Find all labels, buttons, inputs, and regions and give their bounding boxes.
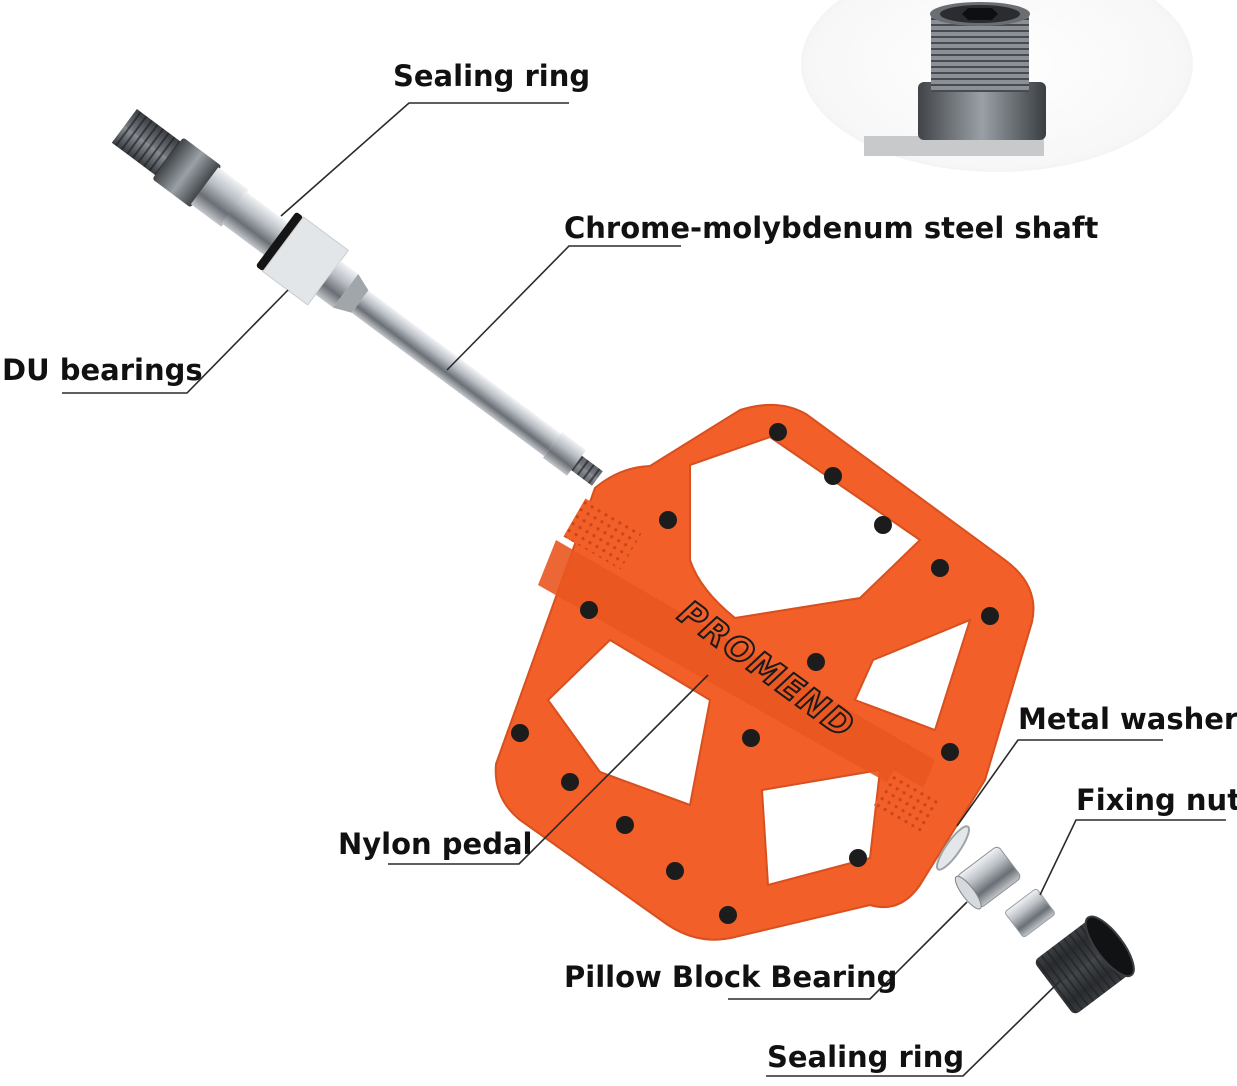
shaft-rod xyxy=(351,290,561,457)
leader-sealing-ring-top xyxy=(280,102,569,217)
leader-fixing-nut xyxy=(1039,819,1226,896)
grip-texture-left xyxy=(563,498,643,570)
label-sealing-ring-top: Sealing ring xyxy=(393,59,591,93)
leader-shaft xyxy=(446,245,681,371)
spindle-housing xyxy=(538,540,935,800)
label-pillow-block-bearing: Pillow Block Bearing xyxy=(564,960,898,994)
leader-du-bearings xyxy=(62,289,289,394)
grip-texture-right xyxy=(873,770,943,834)
label-fixing-nut: Fixing nut xyxy=(1076,783,1237,817)
pedal-body xyxy=(494,403,1035,941)
leader-sealing-ring-bottom xyxy=(766,979,1062,1077)
traction-pins xyxy=(511,423,999,924)
bearing xyxy=(954,846,1021,910)
label-sealing-ring-bottom: Sealing ring xyxy=(767,1040,965,1074)
label-du-bearings: DU bearings xyxy=(2,353,203,387)
closeup-nut xyxy=(918,82,1046,140)
pedal-edge-closeup xyxy=(864,136,1044,156)
leader-lines xyxy=(62,102,1226,1077)
label-shaft: Chrome-molybdenum steel shaft xyxy=(564,211,1099,245)
thread-closeup xyxy=(801,0,1193,172)
shaft-thread-end xyxy=(111,109,181,176)
washer xyxy=(936,825,970,871)
fixing-nut xyxy=(1005,888,1055,938)
shaft-tip-thread xyxy=(571,455,603,486)
label-nylon-pedal: Nylon pedal xyxy=(338,827,533,861)
leader-pillow-block xyxy=(728,901,968,1000)
label-metal-washers: Metal washers xyxy=(1018,702,1237,736)
leader-nylon-pedal xyxy=(388,674,709,865)
hex-socket-icon xyxy=(962,8,998,20)
shaft-sealing-ring xyxy=(256,212,303,271)
dust-cap xyxy=(1035,915,1135,1014)
spindle-shaft xyxy=(111,109,603,486)
leader-metal-washers xyxy=(956,739,1163,827)
